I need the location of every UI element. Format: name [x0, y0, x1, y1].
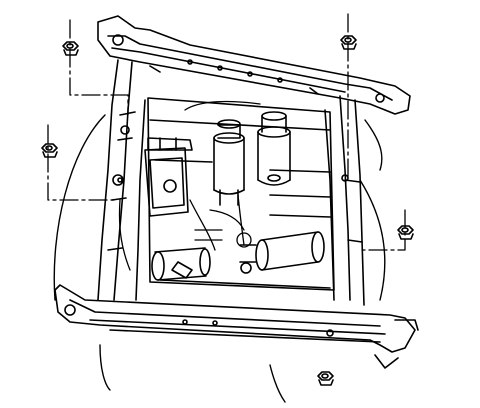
wiring-harness: [118, 100, 261, 271]
leader-line-left: [47, 124, 119, 201]
frame-front-rail: [54, 284, 419, 369]
nut-top-left: [62, 41, 79, 56]
frame-inner-tray: [147, 97, 335, 291]
frame-right-rail: [324, 95, 365, 306]
leader-line-top-left: [69, 19, 129, 116]
motor-lower-left: [151, 247, 211, 281]
seat-control-module: [144, 137, 193, 217]
motor-right-upper: [257, 111, 291, 186]
leader-lines: [47, 13, 406, 251]
motor-left-upper: [213, 119, 245, 206]
nut-left: [41, 143, 58, 158]
nut-bottom: [317, 371, 334, 386]
frame-left-rail: [97, 59, 146, 301]
motor-lower: [239, 231, 325, 274]
leader-line-right: [357, 209, 406, 251]
frame-rear-rail: [97, 15, 411, 115]
seat-cushion-outline: [53, 114, 386, 403]
